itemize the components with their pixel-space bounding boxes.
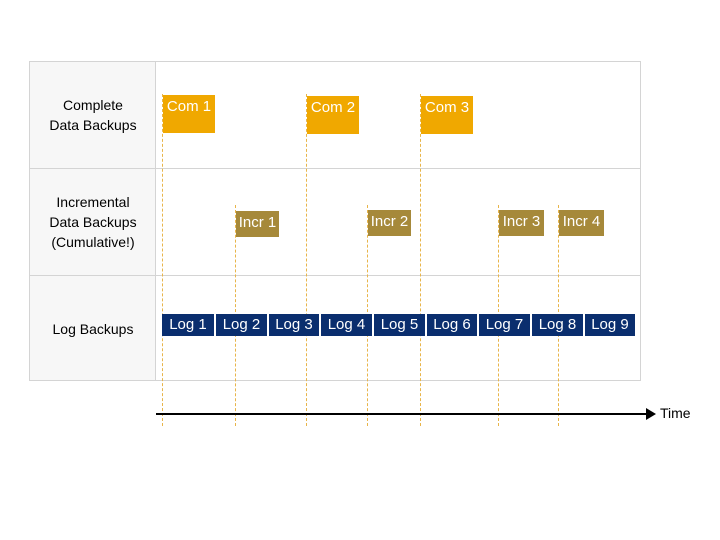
row-label-incremental: Incremental Data Backups (Cumulative!) [49, 193, 137, 250]
log-backup-box: Log 2 [216, 314, 267, 336]
log-backup-box: Log 4 [321, 314, 372, 336]
complete-backup-box: Com 3 [421, 96, 473, 134]
incremental-backup-box: Incr 4 [559, 210, 604, 236]
log-backup-box: Log 3 [269, 314, 319, 336]
time-axis-arrow-icon [646, 408, 656, 420]
log-backup-box: Log 7 [479, 314, 530, 336]
log-backup-box: Log 8 [532, 314, 583, 336]
row-divider [30, 168, 640, 169]
log-backup-box: Log 1 [162, 314, 214, 336]
complete-backup-box: Com 1 [163, 95, 215, 133]
guide-line [306, 94, 307, 426]
log-backup-box: Log 9 [585, 314, 635, 336]
row-label-log: Log Backups [52, 320, 134, 337]
row-divider [30, 275, 640, 276]
log-backup-box: Log 5 [374, 314, 425, 336]
row-label-complete: Complete Data Backups [49, 97, 137, 133]
incremental-backup-box: Incr 3 [499, 210, 544, 236]
incremental-backup-box: Incr 1 [236, 211, 279, 237]
complete-backup-box: Com 2 [307, 96, 359, 134]
row-label-column [30, 62, 156, 380]
guide-line [162, 94, 163, 426]
time-axis-line [156, 413, 650, 415]
log-backup-box: Log 6 [427, 314, 477, 336]
guide-line [420, 94, 421, 426]
incremental-backup-box: Incr 2 [368, 210, 411, 236]
time-axis-label: Time [660, 405, 691, 421]
